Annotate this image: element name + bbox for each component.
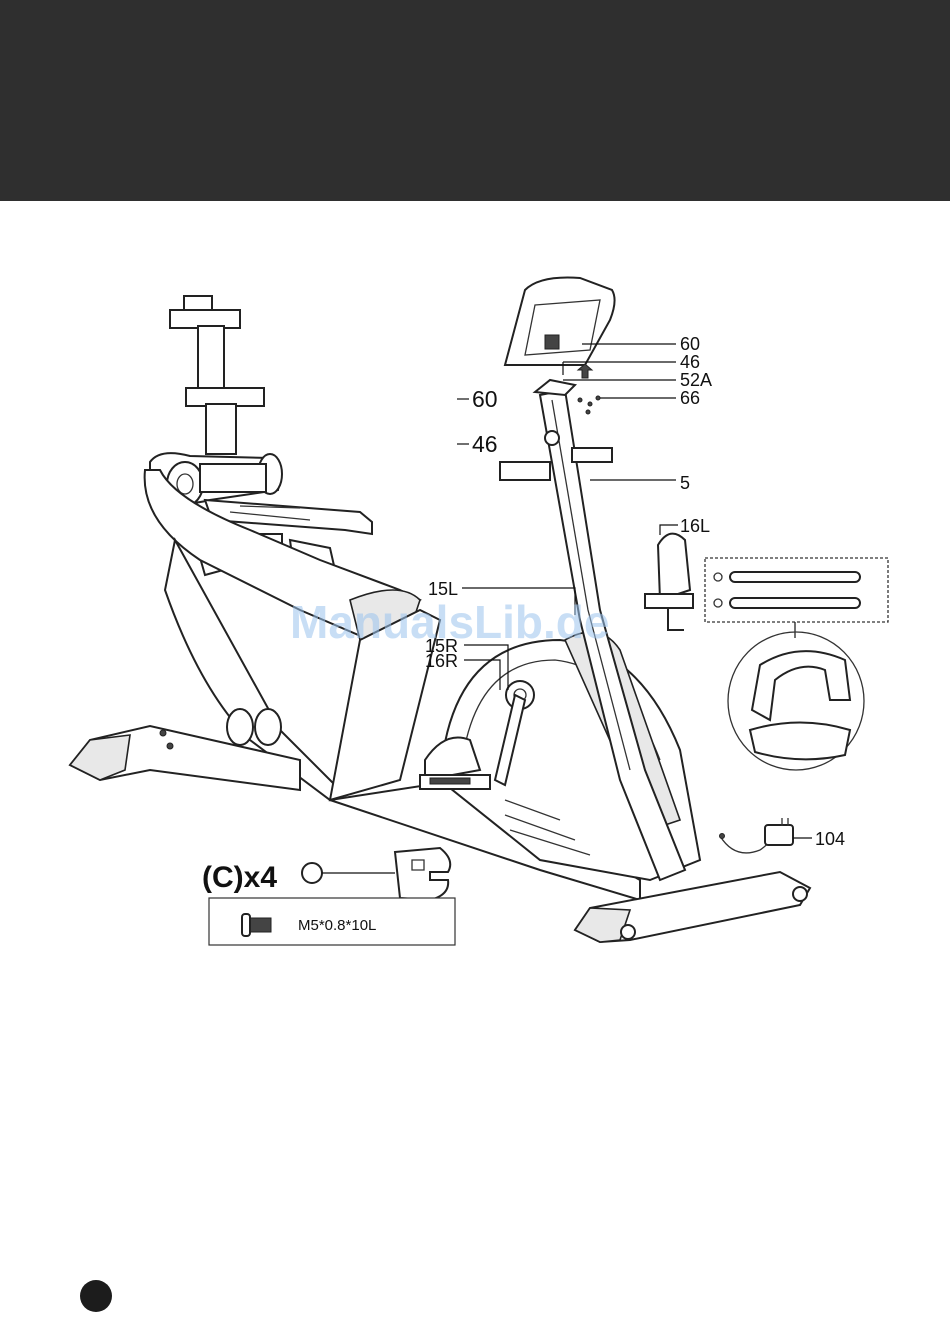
pedal-strap-detail [705, 558, 888, 770]
label-part-60: 60 [680, 334, 700, 354]
watermark: ManualsLib.de [290, 596, 609, 648]
power-adapter [720, 818, 794, 853]
label-part-16l: 16L [680, 516, 710, 536]
hardware-spec: M5*0.8*10L [298, 917, 376, 934]
label-part-5: 5 [680, 473, 690, 493]
page-number-badge [80, 1280, 112, 1312]
hardware-quantity: (C)x4 [202, 861, 277, 894]
label-part-104: 104 [815, 829, 845, 849]
backrest-post [170, 296, 264, 454]
label-part-60-alt: 60 [472, 386, 498, 412]
label-part-46: 46 [680, 352, 700, 372]
hex-key-tool [302, 848, 450, 900]
pedal-16l [645, 534, 693, 630]
label-part-16r: 16R [425, 651, 458, 671]
label-part-52a: 52A [680, 370, 712, 390]
label-part-66: 66 [680, 388, 700, 408]
label-part-46-alt: 46 [472, 431, 498, 457]
